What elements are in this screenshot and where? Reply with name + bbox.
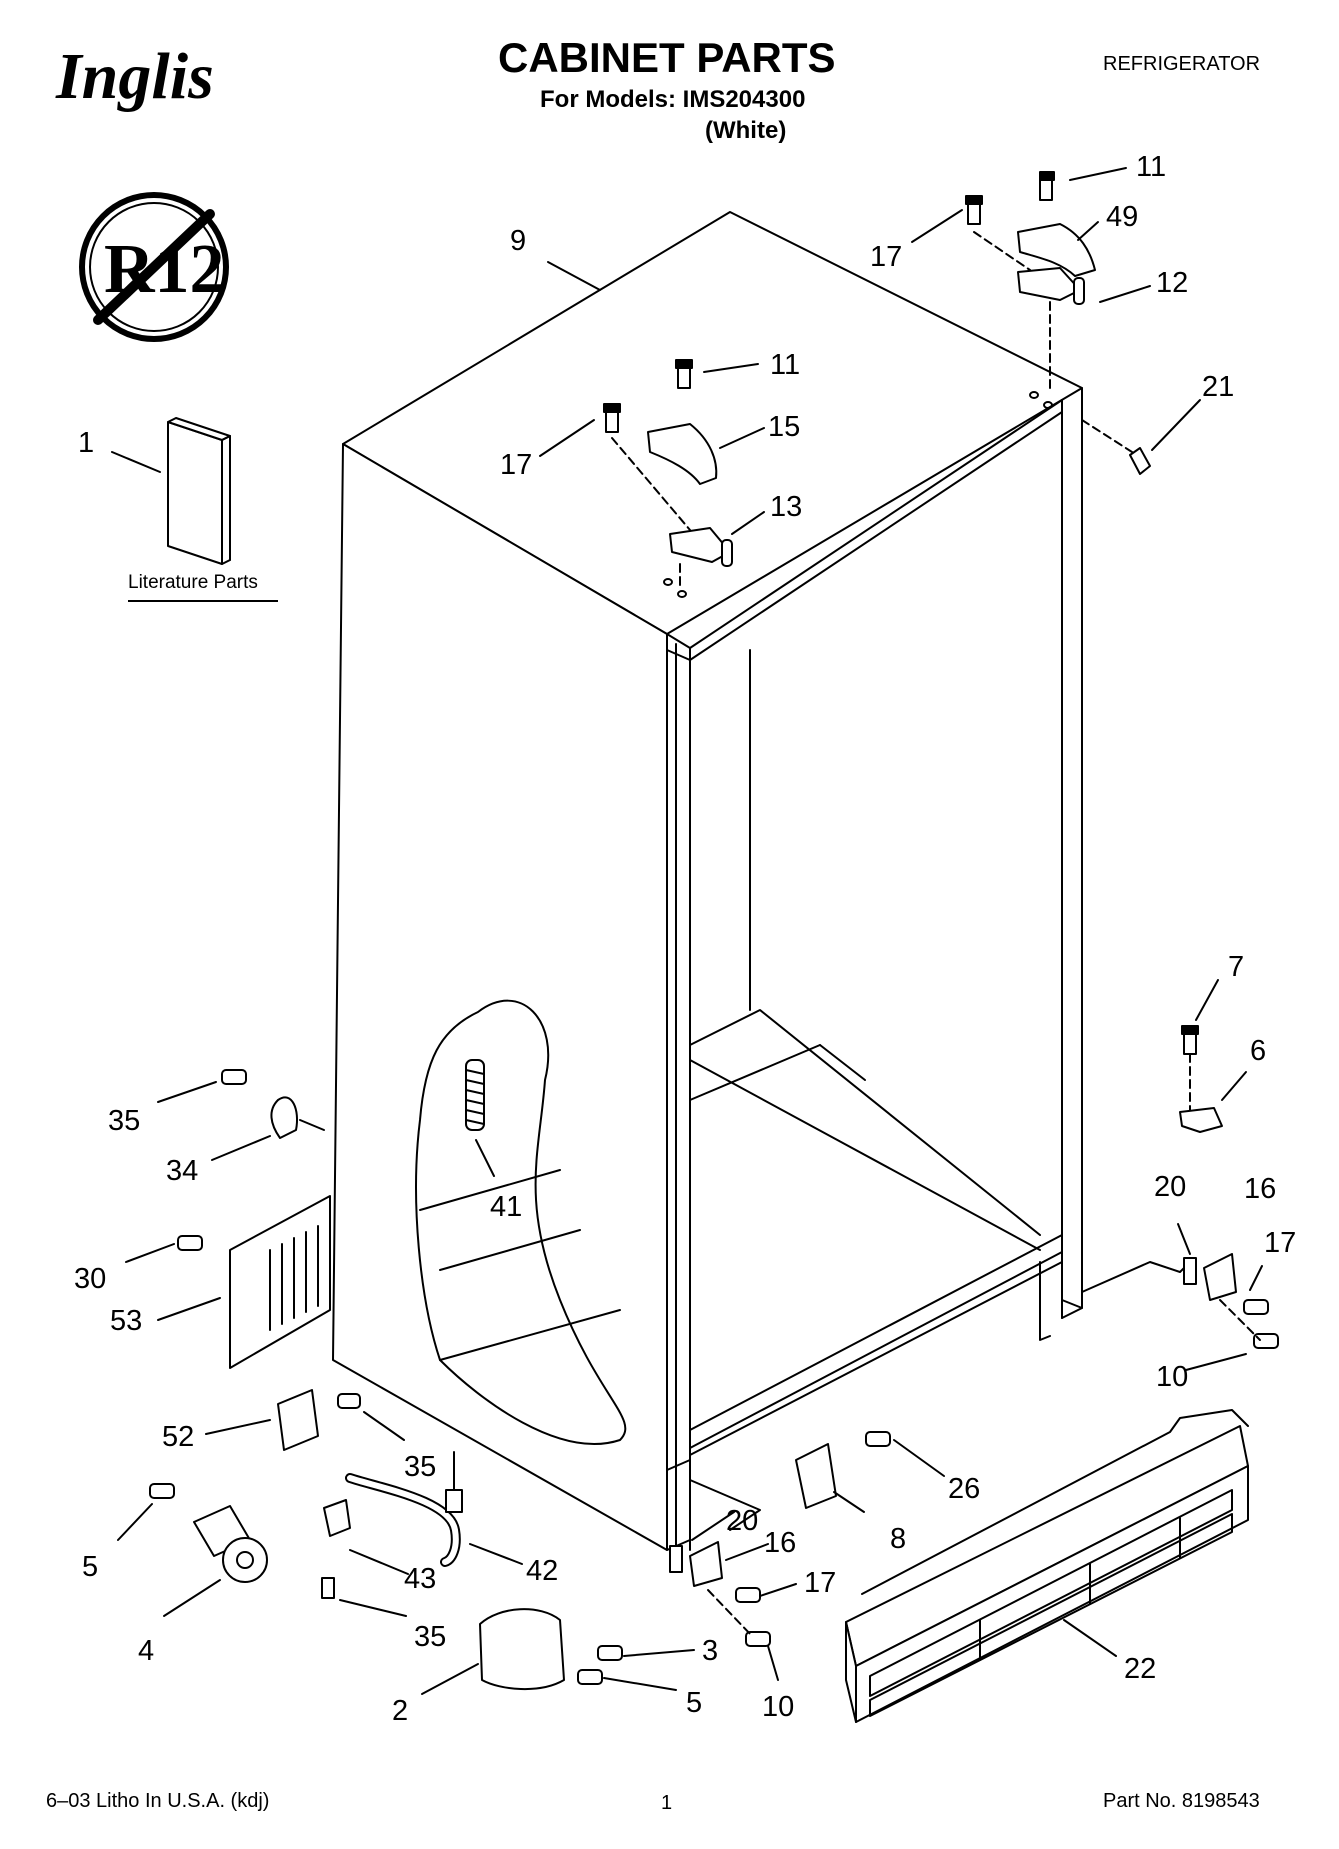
- drain-coil: [465, 1059, 485, 1131]
- callout-11: 11: [1136, 151, 1166, 183]
- callout-22: 22: [1124, 1653, 1156, 1685]
- right-lower-hinge: [1081, 1253, 1279, 1349]
- top-right-hinge-assembly: [965, 171, 1096, 391]
- callout-13: 13: [770, 491, 802, 523]
- bottom-hinge: [479, 1608, 623, 1690]
- logo-wordmark: Inglis: [55, 40, 214, 113]
- print-info: 6–03 Litho In U.S.A. (kdj): [46, 1790, 270, 1812]
- callout-16: 16: [764, 1527, 796, 1559]
- toe-grille-bracket: [795, 1431, 891, 1509]
- callout-11: 11: [770, 349, 800, 381]
- callout-2: 2: [392, 1695, 408, 1727]
- left-upper-fastener: [221, 1069, 325, 1139]
- right-leveler: [1179, 1025, 1223, 1133]
- callout-41: 41: [490, 1191, 522, 1223]
- left-lower-hinge: [277, 1389, 361, 1451]
- top-left-hinge-assembly: [603, 359, 733, 591]
- callout-12: 12: [1156, 267, 1188, 299]
- part-number: Part No. 8198543: [1103, 1790, 1260, 1812]
- center-lower-hinge: [669, 1479, 771, 1647]
- callout-10: 10: [1156, 1361, 1188, 1393]
- callout-21: 21: [1202, 371, 1234, 403]
- callout-20: 20: [1154, 1171, 1186, 1203]
- part-21-clip: [1081, 419, 1151, 475]
- callout-43: 43: [404, 1563, 436, 1595]
- callout-42: 42: [526, 1555, 558, 1587]
- callout-15: 15: [768, 411, 800, 443]
- callout-6: 6: [1250, 1035, 1266, 1067]
- callout-10: 10: [762, 1691, 794, 1723]
- callout-49: 49: [1106, 201, 1138, 233]
- callout-17: 17: [500, 449, 532, 481]
- literature-booklet: [167, 417, 231, 565]
- models-line: For Models: IMS204300: [540, 86, 806, 113]
- toe-grille: [845, 1409, 1249, 1723]
- callout-26: 26: [948, 1473, 980, 1505]
- cabinet-body: [332, 211, 1083, 1551]
- callout-52: 52: [162, 1421, 194, 1453]
- literature-underline: [128, 600, 278, 602]
- callout-34: 34: [166, 1155, 198, 1187]
- callout-17: 17: [1264, 1227, 1296, 1259]
- callout-labels: 1 9 11 49 17 12 21 11 15 17 13 7 6 35 34…: [74, 151, 1296, 1727]
- side-vent-plate: [177, 1195, 331, 1369]
- water-tube-assembly: [321, 1451, 463, 1599]
- callout-8: 8: [890, 1523, 906, 1555]
- literature-parts-label: Literature Parts: [128, 572, 258, 593]
- page-title: CABINET PARTS: [498, 34, 836, 81]
- front-roller: [149, 1483, 268, 1583]
- callout-20: 20: [726, 1505, 758, 1537]
- callout-53: 53: [110, 1305, 142, 1337]
- callout-7: 7: [1228, 951, 1244, 983]
- callout-1: 1: [78, 427, 94, 459]
- callout-4: 4: [138, 1635, 154, 1667]
- callout-3: 3: [702, 1635, 718, 1667]
- model-variant: (White): [705, 117, 787, 144]
- page-number: 1: [661, 1792, 673, 1814]
- no-r12-refrigerant-icon: R12: [79, 192, 229, 342]
- inglis-logo: Inglis: [55, 40, 214, 113]
- callout-35: 35: [414, 1621, 446, 1653]
- appliance-type: REFRIGERATOR: [1103, 53, 1261, 75]
- callout-35: 35: [404, 1451, 436, 1483]
- callout-35: 35: [108, 1105, 140, 1137]
- callout-5: 5: [686, 1687, 702, 1719]
- callout-30: 30: [74, 1263, 106, 1295]
- callout-17: 17: [870, 241, 902, 273]
- callout-5: 5: [82, 1551, 98, 1583]
- leader-lines: [111, 167, 1263, 1695]
- callout-9: 9: [510, 225, 526, 257]
- callout-17: 17: [804, 1567, 836, 1599]
- callout-16: 16: [1244, 1173, 1276, 1205]
